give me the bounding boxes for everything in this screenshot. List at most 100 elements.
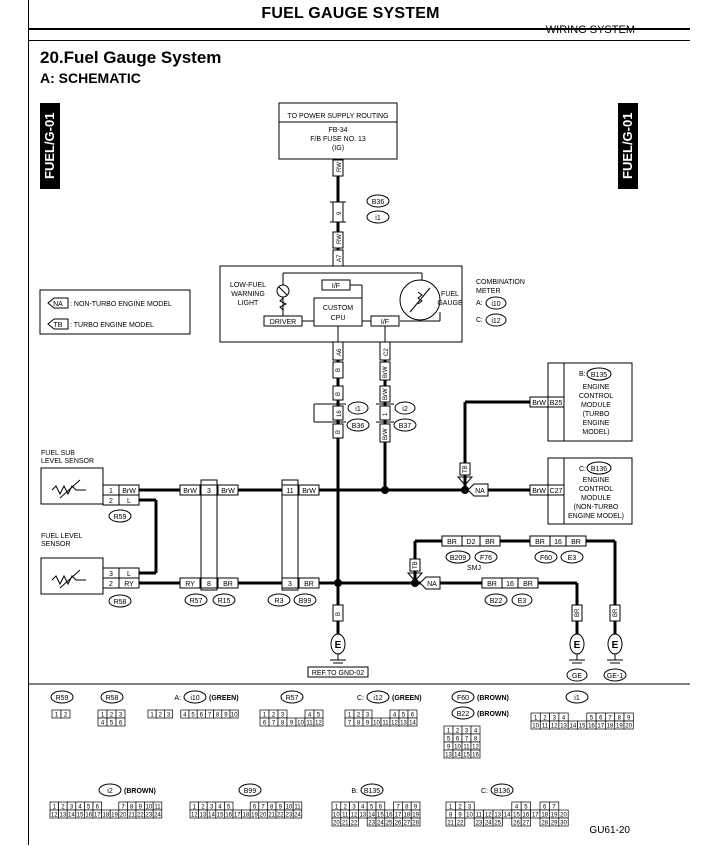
pin-number: 5 [227,804,231,810]
header-rule [28,28,690,30]
pin-number: 6 [543,804,547,810]
pin-number: 22 [137,812,144,818]
pin-number: 4 [361,804,365,810]
power-line4: (IG) [332,145,344,152]
face-name: R57 [286,695,299,702]
pin-number: 27 [403,820,410,826]
section-label: WIRING SYSTEM [545,24,635,36]
pin-cell [164,709,173,719]
pin-number: 2 [357,712,361,718]
pin-number: 10 [532,723,539,729]
pin-number: 4 [78,804,82,810]
pin-number: 10 [454,744,461,750]
pin-number: 21 [128,812,135,818]
pin-number: 16 [472,752,479,758]
svg-text:BrW: BrW [383,428,389,440]
ground-ge: E GE [566,633,588,682]
svg-text:R15: R15 [218,598,231,605]
pin-number: 8 [474,736,478,742]
pin-number: 9 [224,712,228,718]
svg-text:E: E [574,640,581,651]
pin-number: 12 [191,812,198,818]
svg-text:F76: F76 [480,555,492,562]
pin-cell [152,809,163,819]
pin-number: 4 [562,715,566,721]
svg-text:B36: B36 [372,199,385,206]
ecm-c-nonturbo: C: B136 ENGINE CONTROL MODULE (NON-TURBO… [467,457,633,525]
brw-bus: BrW 3 BrW 11 BrW [139,479,469,591]
pin-number: 2 [272,712,276,718]
pin-number: 9 [414,804,418,810]
pin-number: 4 [474,728,478,734]
fuel-sub-level-sensor: FUEL SUB LEVEL SENSOR 1 BrW 2 L R59 [40,450,158,575]
svg-text:FUEL LEVEL: FUEL LEVEL [41,533,82,540]
pin-number: 16 [588,723,595,729]
svg-text:B25: B25 [550,400,563,407]
pin-number: 5 [317,712,321,718]
svg-text:BR: BR [447,539,457,546]
pin-cell [292,809,303,819]
svg-text:CONTROL: CONTROL [579,486,613,493]
svg-text:BrW: BrW [532,488,546,495]
doc-title: 20.Fuel Gauge System [40,48,222,67]
warning-light-3: LIGHT [238,300,259,307]
svg-text:GE-1: GE-1 [607,673,623,680]
svg-text:i1: i1 [355,406,361,413]
pin-number: 3 [465,728,469,734]
pin-number: 14 [368,812,375,818]
pin-number: 20 [625,723,632,729]
pin-cell [115,717,126,727]
pin-number: 2 [201,804,205,810]
pin-cell [349,817,359,827]
pin-number: 5 [191,712,195,718]
pin-number: 18 [541,812,548,818]
face-color: (BROWN) [124,788,156,795]
pin-number: 1 [53,804,57,810]
svg-text:16: 16 [506,581,514,588]
pin-number: 19 [111,812,118,818]
legend-tb-text: : TURBO ENGINE MODEL [70,322,154,329]
pin-number: 23 [476,820,483,826]
pin-number: 5 [590,715,594,721]
pin-number: 17 [395,812,402,818]
svg-text:B36: B36 [352,423,365,430]
face-label-oval [280,690,304,704]
face-name: B136 [494,788,510,795]
pin-number: 12 [315,720,322,726]
svg-text:3: 3 [109,571,113,578]
svg-text:MODULE: MODULE [581,402,611,409]
ground-ref: E REF.TO GND-02 [307,633,369,678]
doc-subtitle: A: SCHEMATIC [40,70,141,86]
pin-number: 8 [357,720,361,726]
ry-br-bus: RY 8 BR 3 BR R57 R15 R3 B99 [139,577,440,607]
svg-text:11: 11 [286,488,293,495]
svg-text:A:: A: [476,300,483,307]
pin-number: 30 [560,820,567,826]
pin-number: 16 [85,812,92,818]
pin-number: 2 [458,804,462,810]
face-name: i1 [574,695,580,702]
pin-number: 3 [352,804,356,810]
pin-number: 5 [370,804,374,810]
pin-number: 14 [68,812,75,818]
svg-text:BR: BR [485,539,495,546]
svg-text:C:: C: [476,317,483,324]
svg-text:B37: B37 [399,423,412,430]
pin-number: 15 [77,812,84,818]
pin-number: 6 [200,712,204,718]
svg-text:BR: BR [223,581,233,588]
face-prefix: C: [481,788,488,795]
pin-number: 20 [260,812,267,818]
pin-number: 8 [270,804,274,810]
pin-number: 25 [386,820,393,826]
svg-text:3: 3 [207,488,211,495]
svg-text:BR: BR [487,581,497,588]
pin-number: 7 [348,720,352,726]
pin-number: 6 [263,720,267,726]
power-line3: F/B FUSE NO. 13 [310,136,366,143]
svg-text:B136: B136 [591,466,607,473]
pin-number: 3 [468,804,472,810]
pin-number: 1 [335,804,339,810]
pin-number: 2 [64,712,68,718]
